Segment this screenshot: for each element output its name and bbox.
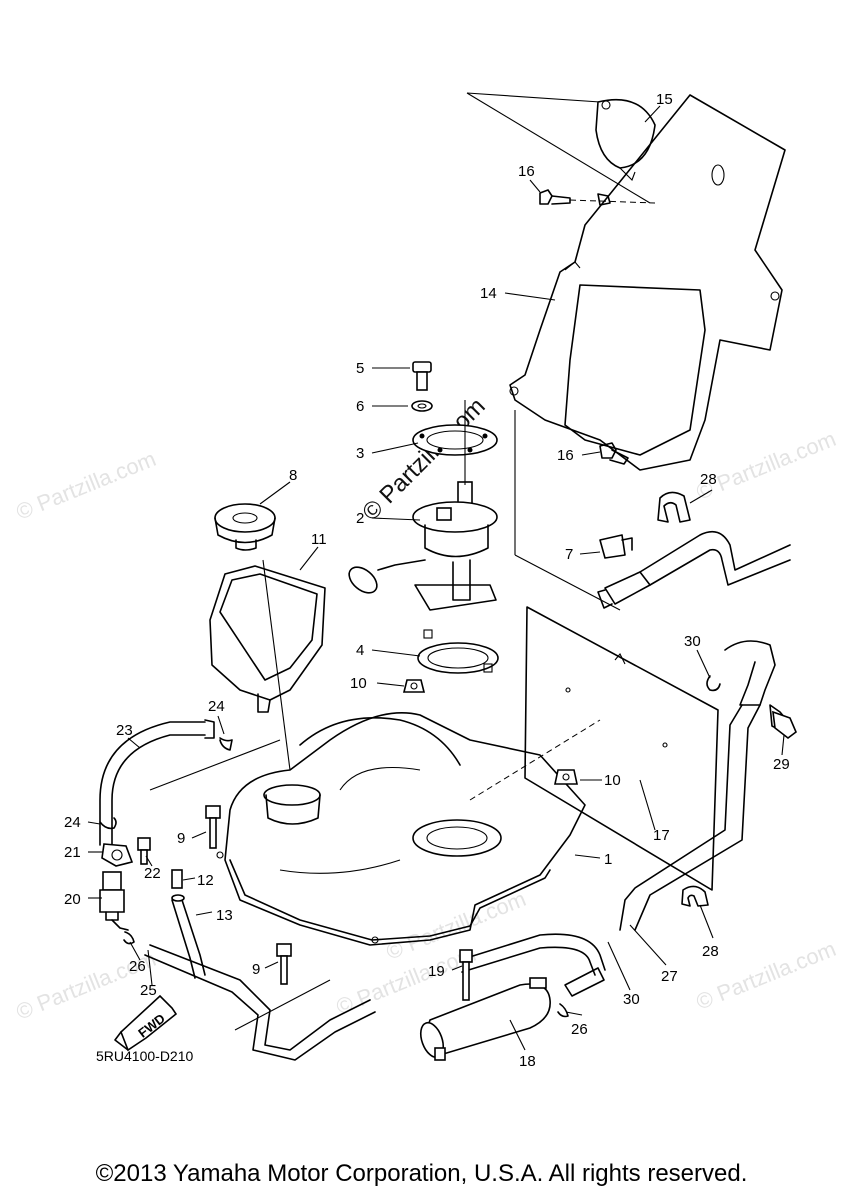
part-5-bolt	[412, 361, 432, 391]
drawing-code: 5RU4100-D210	[96, 1048, 194, 1064]
callout-25: 25	[140, 982, 157, 999]
callout-28-upper: 28	[700, 471, 717, 488]
callout-18: 18	[519, 1053, 536, 1070]
watermark: © Partzilla.com	[13, 446, 160, 525]
callout-12: 12	[197, 872, 214, 889]
part-17-plate	[469, 606, 719, 891]
part-12-fitting	[171, 869, 183, 889]
copyright-notice: ©2013 Yamaha Motor Corporation, U.S.A. A…	[95, 1160, 748, 1187]
part-23-hose	[99, 719, 215, 846]
hose-upper-right	[597, 530, 791, 609]
part-16-lower	[599, 442, 629, 465]
callout-11: 11	[311, 531, 327, 548]
callout-14: 14	[480, 285, 497, 302]
callout-9-lower: 9	[252, 961, 260, 978]
callout-23: 23	[116, 722, 133, 739]
callout-10-left: 10	[350, 675, 367, 692]
fwd-arrow: FWD	[114, 994, 178, 1052]
callout-29: 29	[773, 756, 790, 773]
part-20-filter-small	[99, 871, 129, 931]
part-30-clip-upper	[706, 675, 721, 692]
callout-8: 8	[289, 467, 297, 484]
callout-1: 1	[604, 851, 612, 868]
part-9-bolt-upper	[205, 805, 221, 849]
part-15	[466, 92, 656, 204]
callout-leaders	[87, 105, 785, 1051]
callout-24-upper: 24	[208, 698, 225, 715]
part-11-reservoir	[209, 565, 326, 713]
part-13-tube	[171, 894, 206, 979]
callout-16-lower: 16	[557, 447, 574, 464]
part-9-bolt-lower	[276, 943, 292, 985]
part-28-clip-upper	[657, 491, 691, 523]
part-3-plate	[412, 424, 498, 456]
callout-9-upper: 9	[177, 830, 185, 847]
callout-16-upper: 16	[518, 163, 535, 180]
callout-4: 4	[356, 642, 364, 659]
callout-15: 15	[656, 91, 673, 108]
callout-17: 17	[653, 827, 670, 844]
callout-6: 6	[356, 398, 364, 415]
hose-lower	[144, 933, 606, 1061]
part-18-filter	[419, 977, 551, 1061]
callout-30-upper: 30	[684, 633, 701, 650]
watermark: © Partzilla.com	[693, 426, 840, 505]
part-22-bolt	[137, 837, 151, 865]
part-6-washer	[411, 400, 433, 412]
part-10-nut-right	[554, 769, 578, 785]
callout-13: 13	[216, 907, 233, 924]
part-4-ring	[417, 629, 499, 674]
callout-30-lower: 30	[623, 991, 640, 1008]
part-2-pump	[348, 400, 498, 611]
panel-part-14	[509, 94, 786, 471]
callout-2: 2	[356, 510, 364, 527]
callout-10-right: 10	[604, 772, 621, 789]
part-29-fitting	[772, 710, 797, 740]
part-26-clip-right	[557, 1003, 569, 1018]
part-19-bolt	[459, 949, 473, 1001]
callout-20: 20	[64, 891, 81, 908]
callout-5: 5	[356, 360, 364, 377]
part-7-connector	[599, 534, 633, 559]
callout-26-right: 26	[571, 1021, 588, 1038]
part-24-clip	[99, 737, 233, 830]
assembly-guides	[149, 410, 621, 1031]
callout-24-left: 24	[64, 814, 81, 831]
callout-26-left: 26	[129, 958, 146, 975]
callout-27: 27	[661, 968, 678, 985]
callout-28-lower: 28	[702, 943, 719, 960]
callout-19: 19	[428, 963, 445, 980]
callouts: 1 2 3 4 5 6 7 8 9 9 10 10 11 12 13 14 15…	[64, 91, 790, 1070]
part-26-clip-left	[123, 931, 135, 945]
part-21-clamp	[101, 843, 134, 867]
part-1-tank	[216, 712, 586, 946]
callout-21: 21	[64, 844, 81, 861]
callout-22: 22	[144, 865, 161, 882]
part-10-nut-left	[402, 679, 426, 693]
callout-3: 3	[356, 445, 364, 462]
callout-7: 7	[565, 546, 573, 563]
part-8-cap	[214, 503, 291, 771]
part-28-clip-lower	[681, 885, 709, 907]
part-16-upper	[539, 189, 656, 206]
